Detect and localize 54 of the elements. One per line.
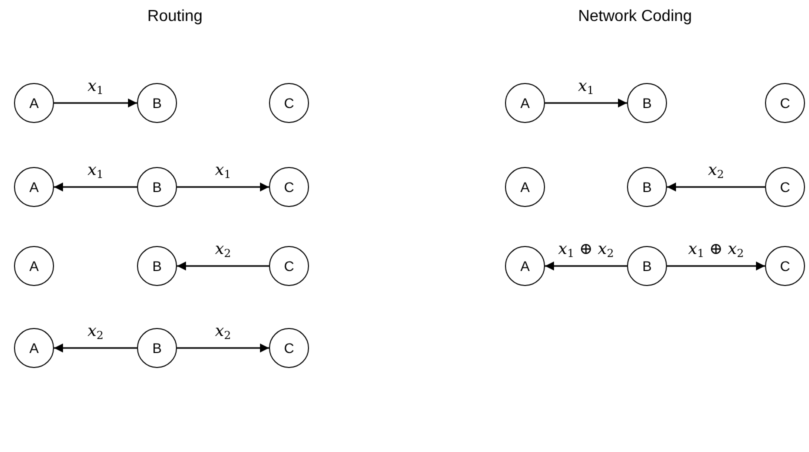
panel-title: Routing	[147, 8, 203, 26]
node-label: A	[29, 258, 39, 274]
node-label: A	[520, 258, 530, 274]
node-label: B	[642, 258, 652, 274]
node-circle	[137, 328, 177, 368]
node-circle	[14, 246, 54, 286]
arrow	[177, 182, 269, 192]
panel-title: Network Coding	[578, 8, 692, 26]
node-label: C	[284, 179, 294, 195]
node-label: B	[152, 95, 162, 111]
arrow	[54, 98, 137, 108]
node-label: B	[642, 179, 652, 195]
node-label: A	[29, 179, 39, 195]
node-label: C	[284, 258, 294, 274]
node-label: C	[284, 340, 294, 356]
node-circle	[269, 167, 309, 207]
arrow	[54, 344, 137, 352]
node-label: B	[152, 340, 162, 356]
node-circle	[137, 246, 177, 286]
node-label: A	[29, 95, 39, 111]
node-circle	[627, 83, 667, 123]
node-circle	[137, 83, 177, 123]
arrow	[667, 262, 765, 270]
node-circle	[765, 246, 805, 286]
node-circle	[627, 246, 667, 286]
node-circle	[269, 83, 309, 123]
node-label: B	[642, 95, 652, 111]
node-label: A	[520, 95, 530, 111]
arrow	[667, 182, 765, 192]
node-circle	[765, 83, 805, 123]
node-label: C	[284, 95, 294, 111]
arrow	[545, 262, 627, 270]
node-circle	[14, 328, 54, 368]
arrow	[54, 182, 137, 192]
arrow	[545, 98, 627, 108]
arrow	[177, 262, 269, 270]
arrow	[177, 344, 269, 352]
node-circle	[269, 246, 309, 286]
node-label: B	[152, 258, 162, 274]
node-label: A	[520, 179, 530, 195]
node-label: C	[780, 179, 790, 195]
node-circle	[505, 83, 545, 123]
node-circle	[627, 167, 667, 207]
node-circle	[137, 167, 177, 207]
node-circle	[269, 328, 309, 368]
node-circle	[505, 246, 545, 286]
node-circle	[765, 167, 805, 207]
node-circle	[14, 83, 54, 123]
node-label: A	[29, 340, 39, 356]
node-circle	[14, 167, 54, 207]
node-label: C	[780, 95, 790, 111]
node-circle	[505, 167, 545, 207]
node-label: C	[780, 258, 790, 274]
node-label: B	[152, 179, 162, 195]
